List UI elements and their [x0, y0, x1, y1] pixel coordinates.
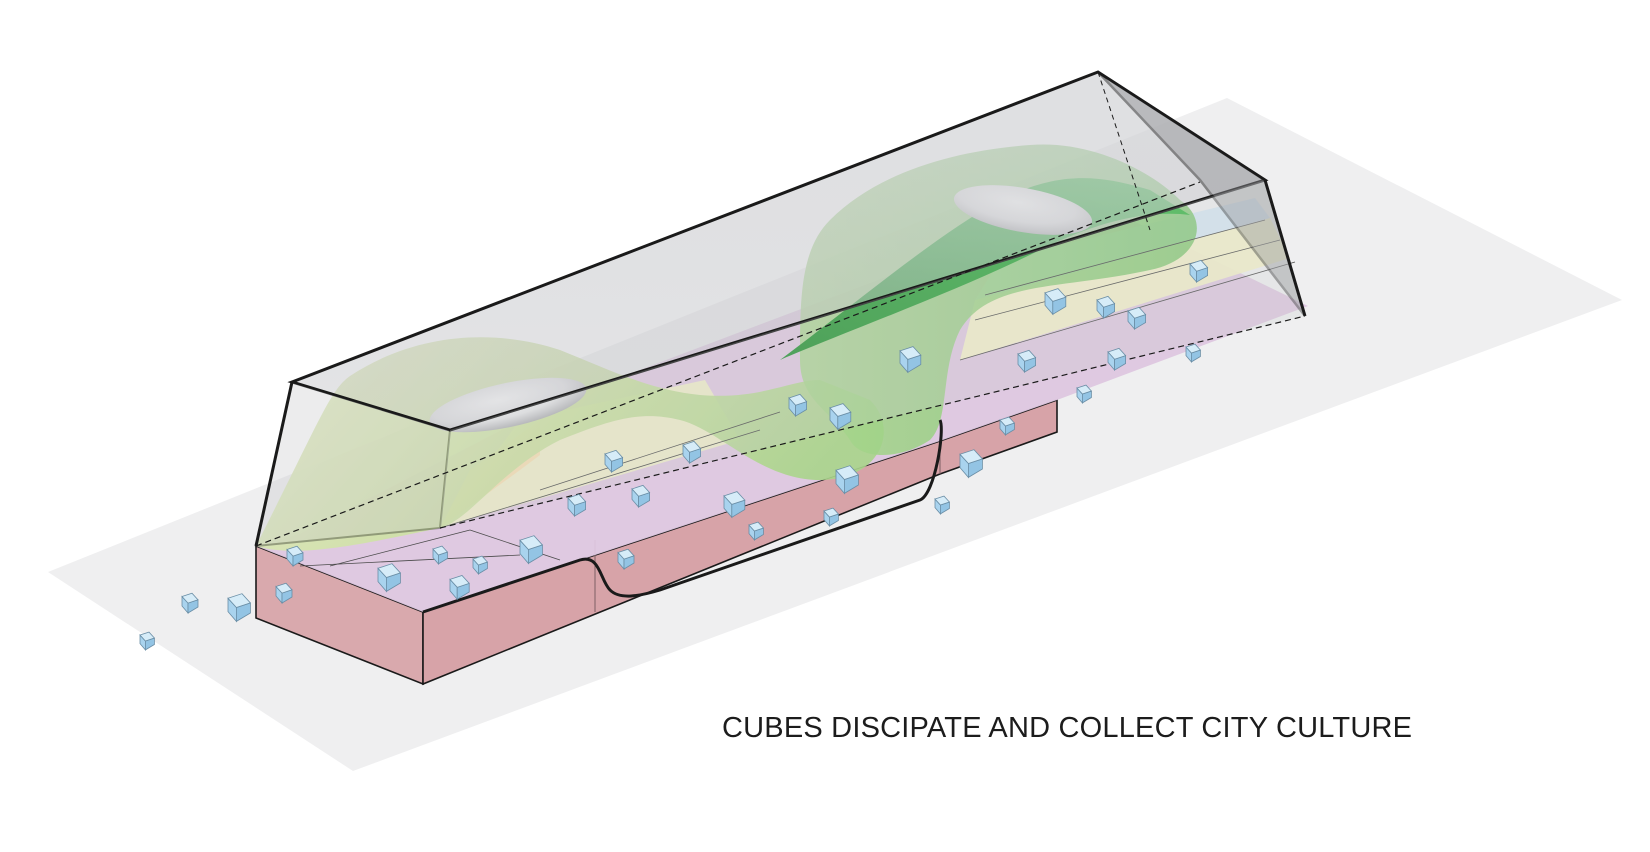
diagram-caption: CUBES DISCIPATE AND COLLECT CITY CULTURE: [722, 712, 1412, 745]
